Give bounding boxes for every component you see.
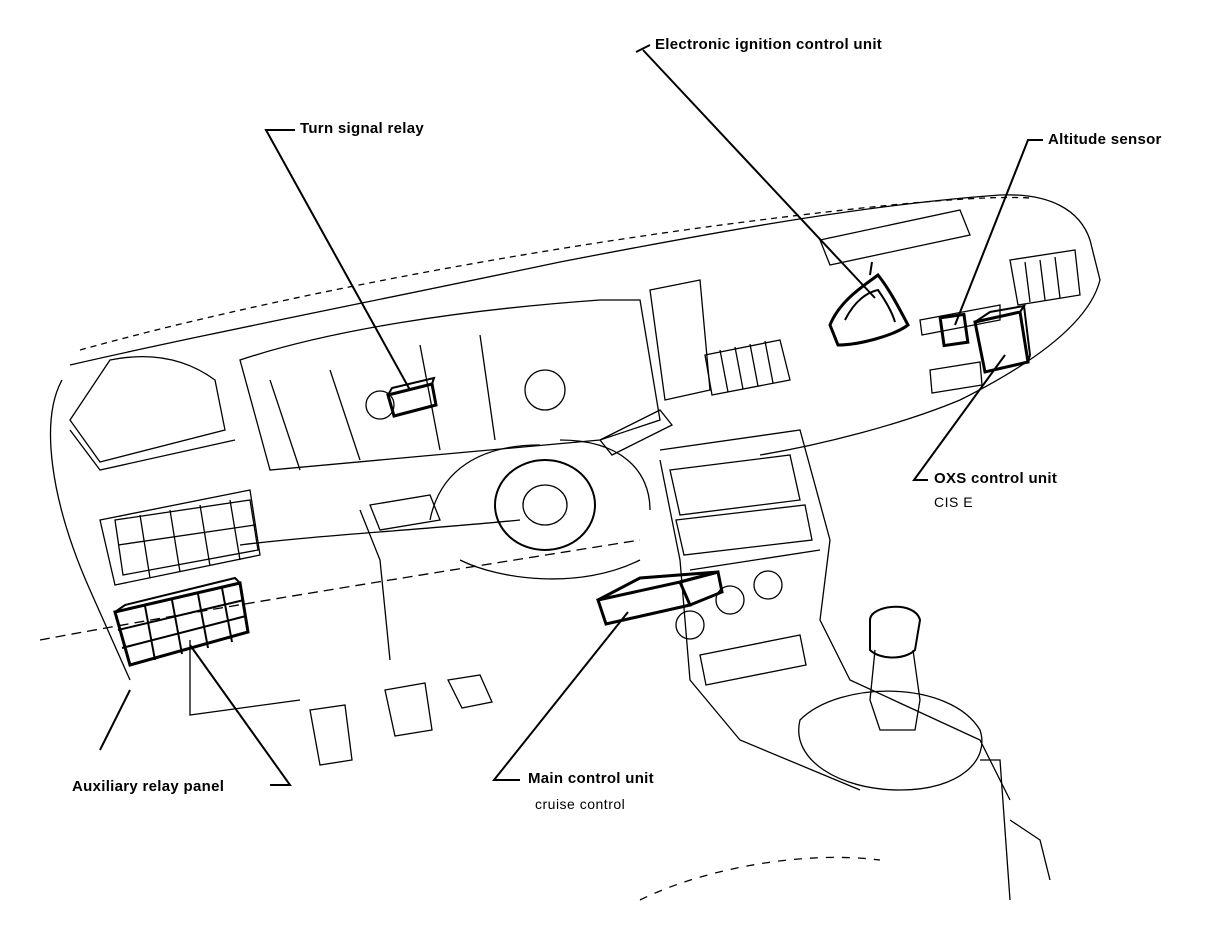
label-oxs-sub: CIS E bbox=[934, 494, 974, 510]
auxiliary-relay-panel-component bbox=[113, 576, 250, 667]
altitude-sensor-component bbox=[938, 312, 970, 348]
label-turn-signal-relay: Turn signal relay bbox=[300, 120, 425, 137]
ignition-control-unit bbox=[828, 261, 910, 347]
label-main-control-unit: Main control unit bbox=[528, 770, 654, 787]
oxs-control-unit-component bbox=[973, 303, 1032, 374]
label-ignition-control-unit: Electronic ignition control unit bbox=[655, 36, 883, 53]
label-auxiliary-relay-panel: Auxiliary relay panel bbox=[72, 778, 225, 795]
label-altitude-sensor: Altitude sensor bbox=[1048, 131, 1162, 148]
label-oxs-control-unit: OXS control unit bbox=[934, 470, 1058, 487]
label-main-control-sub: cruise control bbox=[535, 796, 626, 812]
leader-lines bbox=[99, 44, 1043, 786]
dashboard-outline bbox=[39, 194, 1101, 901]
turn-signal-relay bbox=[386, 376, 438, 418]
main-control-unit-component bbox=[596, 570, 724, 626]
